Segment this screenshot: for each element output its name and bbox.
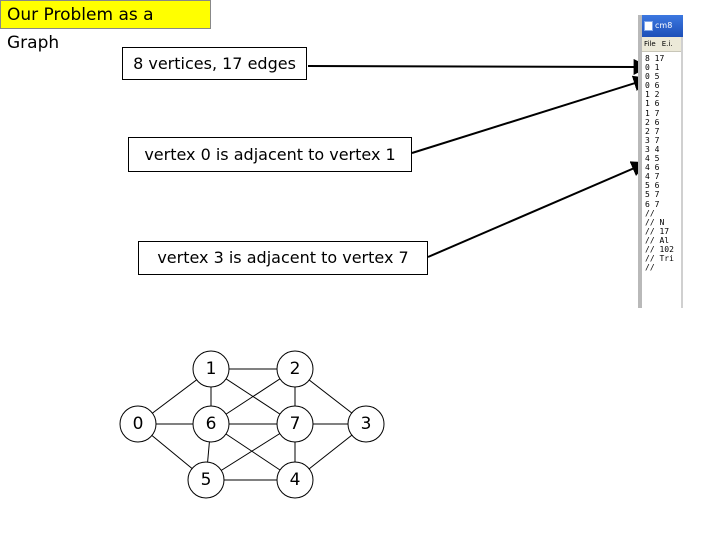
graph-node-label: 3	[361, 414, 372, 434]
file-line: 8 17	[645, 54, 665, 63]
graph-node-label: 5	[201, 470, 212, 490]
graph-node-3: 3	[347, 405, 385, 443]
file-line: 4 7	[645, 172, 660, 182]
file-line: //	[645, 263, 655, 273]
file-line: // N	[645, 217, 665, 227]
file-window-title: cm8	[655, 21, 673, 30]
graph-node-circle	[192, 350, 230, 388]
graph-node-5: 5	[187, 461, 225, 499]
graph-node-2: 2	[276, 350, 314, 388]
file-line: 2 7	[645, 126, 660, 136]
graph-node-6: 6	[192, 405, 230, 443]
arrow-to-header-line	[307, 58, 650, 75]
graph-nodes: 1 2 0 6 7 3 5 4	[119, 350, 385, 499]
graph-node-1: 1	[192, 350, 230, 388]
arrow-to-edge-3-7	[427, 161, 648, 258]
graph-node-circle	[276, 350, 314, 388]
arrow-to-edge-0-1	[411, 75, 650, 154]
notepad-icon	[644, 20, 653, 31]
menu-file[interactable]: File	[644, 40, 656, 48]
file-line: 1 6	[645, 99, 660, 109]
graph-node-label: 4	[290, 470, 301, 490]
file-line: 1 2	[645, 90, 660, 100]
file-line: // Tri	[645, 254, 674, 264]
graph-node-label: 1	[206, 359, 217, 379]
callout-adjacency-3-7: vertex 3 is adjacent to vertex 7	[138, 241, 428, 275]
graph-node-circle	[187, 461, 225, 499]
file-line: // 17	[645, 226, 670, 236]
callout-vertex-edge-count: 8 vertices, 17 edges	[122, 47, 307, 80]
file-line: 2 6	[645, 117, 660, 127]
graph-node-circle	[276, 405, 314, 443]
graph-edges	[137, 368, 367, 481]
callout-adjacency-0-1: vertex 0 is adjacent to vertex 1	[128, 137, 412, 172]
file-line: 6 7	[645, 199, 660, 209]
file-line: 3 4	[645, 144, 660, 154]
file-line: 4 5	[645, 154, 660, 164]
graph-node-circle	[119, 405, 157, 443]
graph-node-7: 7	[276, 405, 314, 443]
file-line: // Al	[645, 235, 670, 245]
file-line: 0 5	[645, 72, 660, 82]
file-line: 0 1	[645, 63, 660, 73]
graph-node-label: 6	[206, 414, 217, 434]
file-line: 1 7	[645, 108, 660, 118]
graph-node-4: 4	[276, 461, 314, 499]
page-title: Our Problem as a Graph	[0, 0, 211, 53]
file-line: //	[645, 208, 655, 218]
menu-edit[interactable]: E.i.	[661, 40, 673, 48]
graph-node-circle	[276, 461, 314, 499]
file-window-menubar: File E.i.	[642, 37, 683, 52]
graph-node-circle	[192, 405, 230, 443]
graph-node-label: 2	[290, 359, 301, 379]
file-line: 4 6	[645, 163, 660, 173]
file-window-scrollbar[interactable]	[681, 37, 683, 308]
file-line: 5 7	[645, 190, 660, 200]
graph-node-0: 0	[119, 405, 157, 443]
file-window-titlebar: cm8	[642, 15, 683, 37]
file-line: 5 6	[645, 181, 660, 191]
file-line: 0 6	[645, 81, 660, 91]
graph-node-circle	[347, 405, 385, 443]
file-line: 3 7	[645, 135, 660, 145]
file-line: // 102	[645, 244, 674, 254]
graph-node-label: 7	[290, 414, 301, 434]
graph-node-label: 0	[133, 414, 144, 434]
